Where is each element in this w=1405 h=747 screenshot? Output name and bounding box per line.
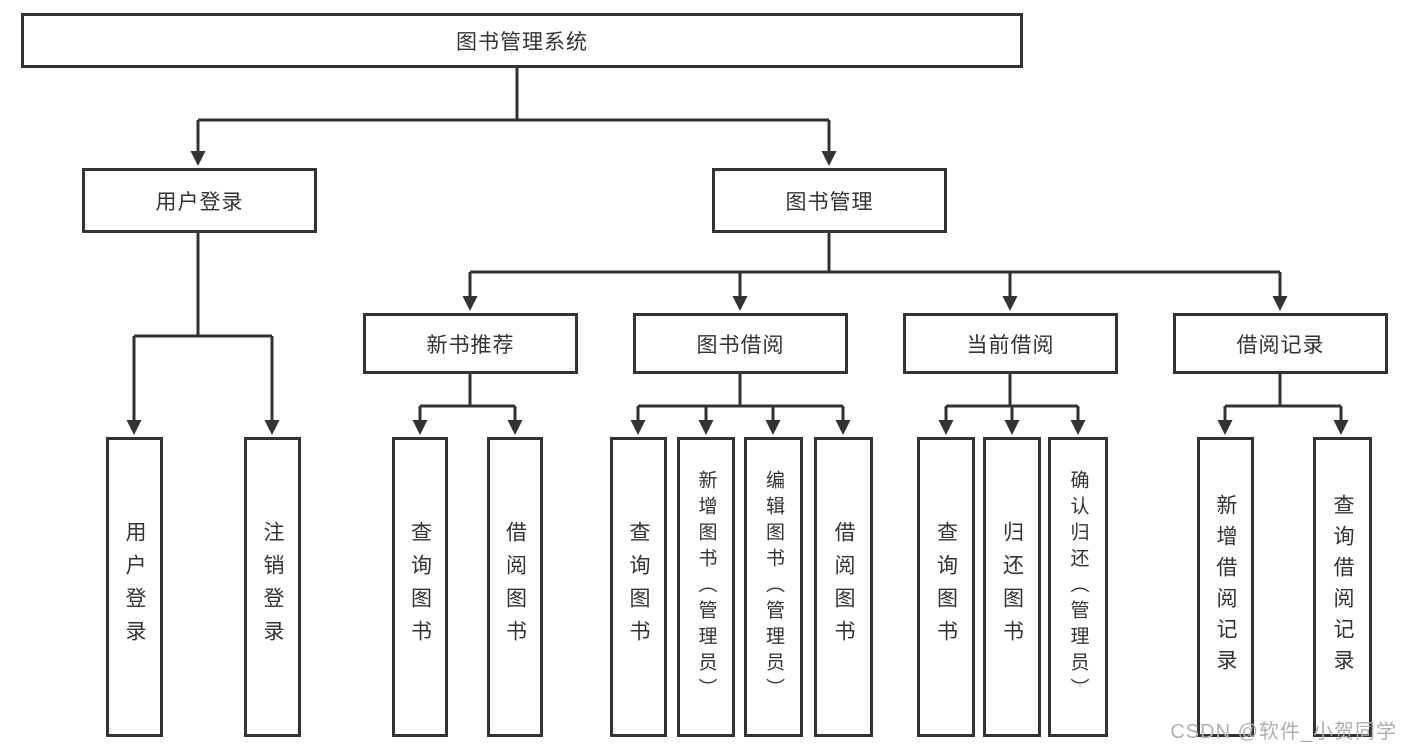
node-module-new-book: 新书推荐 xyxy=(363,313,578,374)
leaf-bb-borrow-books: 借阅图书 xyxy=(814,437,873,737)
leaf-user-login-label: 用户登录 xyxy=(123,521,146,653)
leaf-logout: 注销登录 xyxy=(244,437,301,737)
node-module-current-borrow: 当前借阅 xyxy=(903,313,1118,374)
node-user-login-branch: 用户登录 xyxy=(82,168,317,233)
leaf-br-query-record-label: 查询借阅记录 xyxy=(1331,494,1354,680)
node-user-login-branch-label: 用户登录 xyxy=(155,190,244,214)
leaf-nb-borrow-books-label: 借阅图书 xyxy=(503,521,527,653)
connector-management-split xyxy=(470,233,1280,274)
leaf-cb-return-books-label: 归还图书 xyxy=(1000,521,1024,653)
node-root-system: 图书管理系统 xyxy=(21,13,1023,68)
leaf-cb-query-books: 查询图书 xyxy=(917,437,975,737)
leaf-bb-edit-books-admin-label: 编辑图书（管理员） xyxy=(763,470,784,704)
connector-new-book-split xyxy=(420,374,515,408)
node-module-book-borrow: 图书借阅 xyxy=(633,313,848,374)
node-module-borrow-records-label: 借阅记录 xyxy=(1236,333,1325,357)
node-book-management-branch: 图书管理 xyxy=(712,168,947,233)
leaf-br-query-record: 查询借阅记录 xyxy=(1313,437,1372,737)
leaf-bb-borrow-books-label: 借阅图书 xyxy=(832,521,855,653)
leaf-cb-return-books: 归还图书 xyxy=(983,437,1041,737)
leaf-cb-confirm-return-admin: 确认归还（管理员） xyxy=(1048,437,1108,737)
leaf-cb-confirm-return-admin-label: 确认归还（管理员） xyxy=(1067,470,1089,704)
connector-borrow-records-split xyxy=(1225,374,1341,408)
leaf-bb-add-books-admin: 新增图书（管理员） xyxy=(677,437,735,737)
leaf-bb-query-books-label: 查询图书 xyxy=(627,521,650,653)
node-module-borrow-records: 借阅记录 xyxy=(1173,313,1388,374)
leaf-cb-query-books-label: 查询图书 xyxy=(934,521,958,653)
node-module-current-borrow-label: 当前借阅 xyxy=(966,333,1055,357)
node-module-book-borrow-label: 图书借阅 xyxy=(696,333,785,357)
connector-root-split xyxy=(198,68,829,122)
leaf-logout-label: 注销登录 xyxy=(261,521,284,653)
leaf-bb-query-books: 查询图书 xyxy=(610,437,667,737)
leaf-user-login: 用户登录 xyxy=(106,437,163,737)
leaf-bb-add-books-admin-label: 新增图书（管理员） xyxy=(695,470,717,704)
node-book-management-branch-label: 图书管理 xyxy=(785,190,874,214)
leaf-br-add-record: 新增借阅记录 xyxy=(1197,437,1254,737)
connector-current-borrow-split xyxy=(946,374,1078,408)
leaf-br-add-record-label: 新增借阅记录 xyxy=(1214,494,1237,680)
connector-user-login-split xyxy=(134,233,272,338)
csdn-watermark: CSDN @软件_小贺同学 xyxy=(1170,721,1397,743)
node-module-new-book-label: 新书推荐 xyxy=(426,333,515,357)
node-root-label: 图书管理系统 xyxy=(456,30,588,54)
leaf-bb-edit-books-admin: 编辑图书（管理员） xyxy=(744,437,803,737)
leaf-nb-query-books: 查询图书 xyxy=(392,437,448,737)
connector-book-borrow-split xyxy=(638,374,843,408)
leaf-nb-borrow-books: 借阅图书 xyxy=(487,437,543,737)
leaf-nb-query-books-label: 查询图书 xyxy=(408,521,432,653)
